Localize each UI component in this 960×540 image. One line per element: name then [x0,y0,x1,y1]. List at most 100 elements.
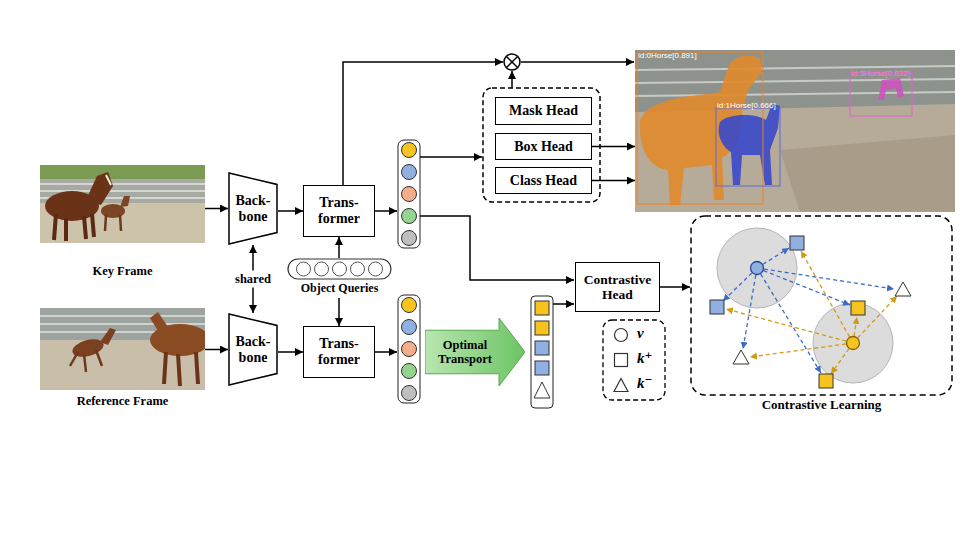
vector-frame [398,295,420,403]
query-dot [402,364,417,379]
output-frame: id:0Horse[0.891] id:3Horse[0.832] id:1Hors… [635,50,955,212]
bounding-box [637,52,763,204]
box-label: Box Head [514,139,573,155]
multiply-symbol [504,54,520,70]
negative-triangle [895,282,911,296]
query-vector [398,295,420,403]
horse-leg [64,218,68,241]
positive-square [819,374,833,388]
foal-mask [719,104,780,185]
horse-leg [54,214,56,240]
caption-holder: Contrastive Learning [690,398,953,413]
foal-head [120,196,130,207]
dashed-panel [691,216,952,395]
wire [420,156,482,158]
fence-rail [40,183,205,185]
track-label: id:1Horse[0.666] [717,102,776,111]
connector [338,298,340,326]
caption-holder: Object Queries [277,282,402,295]
legend-swatch [613,377,629,393]
photo-trees [40,165,205,179]
legend-item: k⁻ [603,375,665,395]
legend-text: k⁻ [637,375,652,392]
foal-leg [120,215,121,231]
positive-square [535,301,549,315]
contrast-arrow [757,268,850,305]
gold-pull-push [726,251,897,374]
fence-rail [635,79,955,83]
backbone-block: Back- bone [228,172,278,245]
trapezoid-shape [229,173,277,244]
horse-neck [86,172,113,205]
query-dot [402,231,417,246]
contrast-arrow [757,268,894,289]
anchor-dot [847,337,860,350]
query-slot [351,262,365,276]
wire [375,351,397,353]
label-holder: Optimal Transport [425,318,505,386]
box-label: Class Head [510,173,577,189]
frame-node: Key Frame [40,165,205,278]
wire [420,216,574,280]
block-arrow-shape [425,318,525,386]
track-label: id:3Horse[0.832] [851,70,910,79]
frame-caption: Key Frame [40,264,205,278]
query-dot [402,143,417,158]
negative-triangle [534,382,550,398]
box-label: Back- bone [228,193,278,224]
connector [660,286,690,288]
legend-text: k⁺ [637,350,652,367]
connector [592,180,635,182]
vector-frame [531,296,553,408]
contrastive-scatter [710,228,911,388]
horse-blaze [106,175,111,185]
query-frame [288,259,391,279]
frame-node: Reference Frame [40,308,205,408]
distant-horse-mask [878,78,904,100]
horse-head [150,312,170,334]
connector [592,146,635,148]
legend-item: v [603,325,665,345]
transformer-block: Trans- former [303,326,375,378]
caption-holder: Reference Frame [40,394,205,408]
optimal-transport-arrow: Optimal Transport [425,318,525,386]
head-box: Mask Head [495,97,592,125]
box-label: Contrastive Head [576,272,659,302]
photo-background [635,50,955,212]
legend-swatch [613,352,629,368]
bounding-box [850,72,912,116]
query-vector [398,140,420,248]
wire [343,62,503,185]
photo-ground-shade [780,135,955,212]
node-outline [690,215,953,396]
arrow-label: Optimal Transport [425,338,505,366]
horse-leg [92,214,94,237]
contrastive-learning-panel: Contrastive Learning [690,215,953,413]
query-dot [402,386,417,401]
bounding-box [716,108,780,186]
edge-label: shared [233,271,273,288]
blue-pull-push [723,248,894,373]
frame-caption: Reference Frame [40,394,205,408]
horse-leg [178,354,180,386]
query-slot [297,262,311,276]
horse-leg [164,352,166,384]
foal-leg [96,350,102,366]
queries-caption: Object Queries [277,282,402,295]
backbone-block: Back- bone [228,313,278,386]
box-label: Mask Head [509,103,578,119]
head-group [483,88,600,202]
query-dot [402,320,417,335]
query-slot [369,262,383,276]
positive-square [535,341,549,355]
legend-text: v [637,325,644,342]
legend-shape [615,354,628,367]
transformer-block: Trans- former [303,185,375,237]
track-label: id:0Horse[0.891] [638,52,697,61]
label-holder: Back- bone [228,172,278,245]
horse-leg [84,216,86,239]
contrast-arrow [750,343,853,357]
foal-leg [84,354,86,372]
contrast-arrow [757,268,821,373]
fence-rail [40,315,205,317]
